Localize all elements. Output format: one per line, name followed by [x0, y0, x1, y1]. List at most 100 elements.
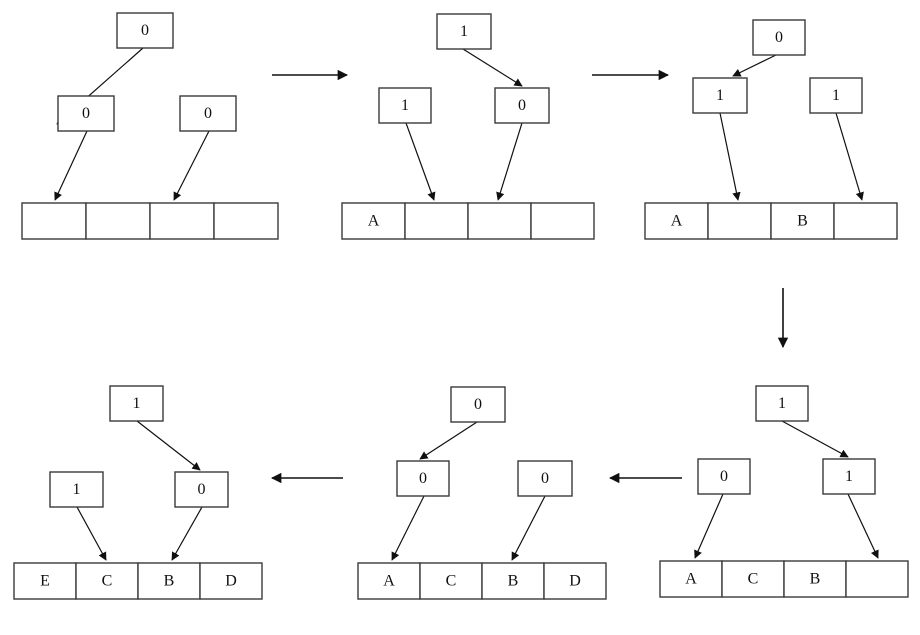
- array-cell-box: [783, 560, 847, 598]
- array-cell-label: A: [368, 213, 380, 230]
- tree-node[interactable]: 0: [57, 95, 115, 132]
- tree-edge-arrow: [391, 495, 425, 561]
- tree-node[interactable]: 1: [109, 385, 164, 422]
- array-cell-box: [21, 202, 87, 240]
- tree-node-label: 1: [73, 481, 81, 498]
- array-cell-box: [149, 202, 215, 240]
- tree-node[interactable]: 1: [822, 458, 876, 495]
- array-cell-box: [721, 560, 785, 598]
- tree-panel: 1 1 0A: [341, 13, 595, 240]
- tree-node[interactable]: 1: [692, 77, 748, 114]
- array-cell-label: D: [569, 573, 581, 590]
- tree-node[interactable]: 0: [752, 19, 806, 56]
- array-cell-label: C: [446, 573, 457, 590]
- array-cell[interactable]: [404, 202, 469, 240]
- tree-edge-arrow: [419, 421, 478, 460]
- tree-node-label: 1: [845, 468, 853, 485]
- tree-node[interactable]: 1: [49, 471, 104, 508]
- array-cell[interactable]: A: [341, 202, 406, 240]
- array-cell[interactable]: A: [357, 562, 421, 600]
- flow-arrows-layer: [270, 69, 789, 484]
- tree-node[interactable]: 1: [378, 87, 432, 124]
- array-cell[interactable]: C: [75, 562, 139, 600]
- array-cell[interactable]: B: [770, 202, 835, 240]
- tree-node-label: 1: [401, 97, 409, 114]
- tree-node[interactable]: 0: [174, 471, 229, 508]
- array-cell-box: [13, 562, 77, 600]
- tree-node-box: [755, 385, 809, 422]
- tree-edge-arrow: [496, 122, 523, 201]
- tree-node[interactable]: 0: [179, 95, 237, 132]
- array-cell-label: E: [40, 573, 50, 590]
- tree-node-box: [109, 385, 164, 422]
- array-cell[interactable]: D: [199, 562, 263, 600]
- array-cell[interactable]: [149, 202, 215, 240]
- array-cell-box: [213, 202, 279, 240]
- tree-edge-arrow: [171, 506, 203, 561]
- array-cell[interactable]: [21, 202, 87, 240]
- tree-node[interactable]: 1: [809, 77, 863, 114]
- tree-node-box: [49, 471, 104, 508]
- tree-node-box: [116, 12, 174, 49]
- array-cell[interactable]: A: [644, 202, 709, 240]
- tree-edge-arrow: [835, 112, 864, 201]
- tree-node-label: 0: [775, 29, 783, 46]
- tree-node-label: 0: [204, 105, 212, 122]
- array-cell[interactable]: [833, 202, 898, 240]
- tree-edge-arrow: [719, 112, 741, 201]
- array-cell[interactable]: [467, 202, 532, 240]
- tree-node[interactable]: 0: [116, 12, 174, 49]
- tree-node-box: [809, 77, 863, 114]
- array-cell-box: [419, 562, 483, 600]
- tree-node-label: 0: [198, 481, 206, 498]
- tree-edge-arrow: [694, 493, 724, 559]
- array-cell[interactable]: E: [13, 562, 77, 600]
- array-cell[interactable]: A: [659, 560, 723, 598]
- array-cell-label: A: [671, 213, 683, 230]
- tree-node[interactable]: 0: [494, 87, 550, 124]
- array-cell[interactable]: [213, 202, 279, 240]
- array-cell[interactable]: [845, 560, 909, 598]
- tree-node-label: 0: [720, 468, 728, 485]
- array-cell-label: B: [810, 571, 821, 588]
- tree-node-label: 1: [778, 395, 786, 412]
- array-cell[interactable]: [707, 202, 772, 240]
- tree-node-label: 0: [518, 97, 526, 114]
- tree-node[interactable]: 0: [697, 458, 751, 495]
- array-cell[interactable]: B: [481, 562, 545, 600]
- tree-edge-arrow: [405, 122, 436, 201]
- tree-panel: 0 0 0A C B D: [357, 386, 607, 600]
- tree-edge-arrow: [462, 48, 523, 87]
- array-cell-label: A: [685, 571, 697, 588]
- tree-node[interactable]: 0: [450, 386, 506, 423]
- tree-edge-arrow: [76, 506, 107, 561]
- tree-node-box: [450, 386, 506, 423]
- tree-node-box: [179, 95, 237, 132]
- tree-node[interactable]: 0: [396, 460, 450, 497]
- array-cell-label: A: [383, 573, 395, 590]
- tree-node[interactable]: 0: [517, 460, 573, 497]
- tree-node[interactable]: 1: [755, 385, 809, 422]
- tree-node-label: 0: [474, 396, 482, 413]
- array-cell[interactable]: D: [543, 562, 607, 600]
- array-cell[interactable]: C: [419, 562, 483, 600]
- array-cell-box: [481, 562, 545, 600]
- tree-edge-arrow: [173, 130, 210, 201]
- array-cell-box: [833, 202, 898, 240]
- array-cell[interactable]: [530, 202, 595, 240]
- tree-node[interactable]: 1: [436, 13, 492, 50]
- tree-node-label: 1: [460, 23, 468, 40]
- array-cell-label: C: [748, 571, 759, 588]
- array-cell-label: B: [164, 573, 175, 590]
- array-cell[interactable]: [85, 202, 151, 240]
- array-cell[interactable]: C: [721, 560, 785, 598]
- array-cell[interactable]: B: [783, 560, 847, 598]
- tree-node-label: 1: [832, 87, 840, 104]
- array-cell[interactable]: B: [137, 562, 201, 600]
